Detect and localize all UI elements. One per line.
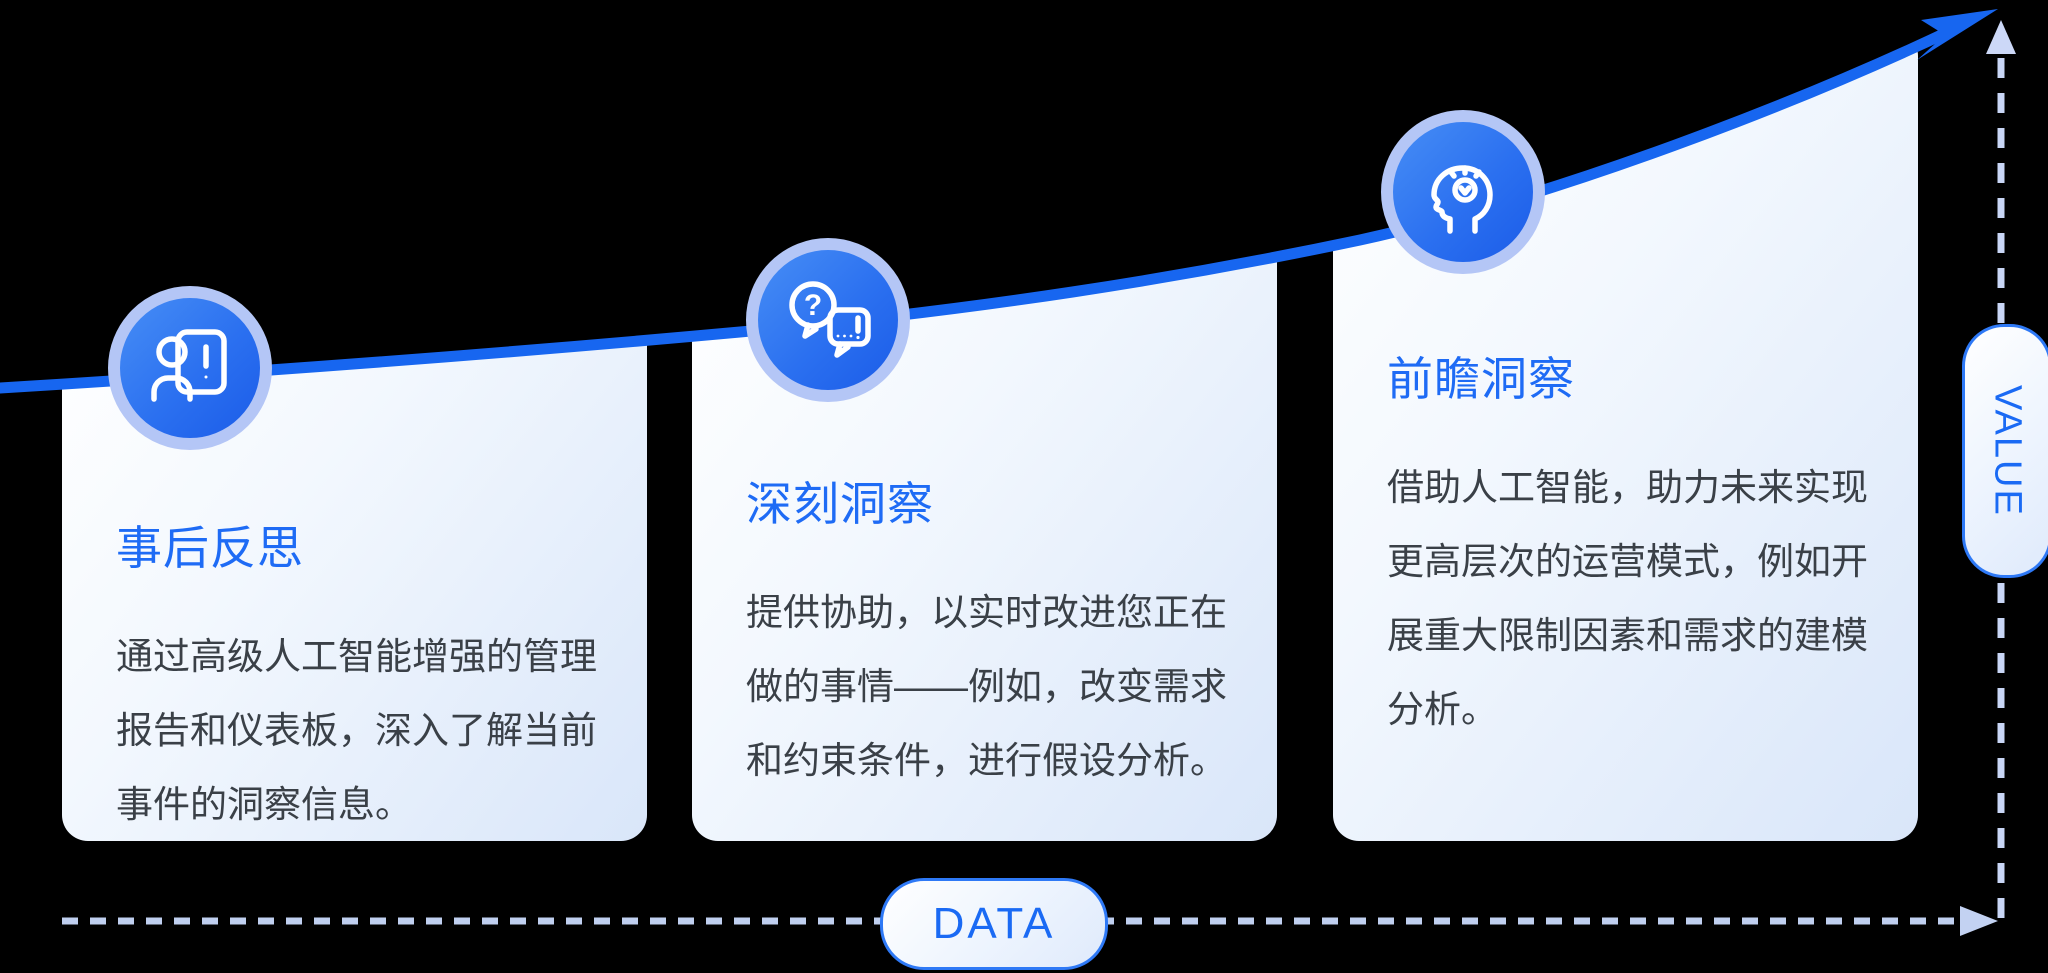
question-exclamation-bubbles-icon: ? (746, 238, 910, 402)
x-axis-label: DATA (932, 899, 1056, 948)
card-title: 事后反思 (116, 522, 304, 574)
data-axis-arrowhead-icon (1960, 906, 1998, 936)
svg-text:?: ? (804, 289, 822, 322)
value-axis-arrowhead-icon (1986, 20, 2016, 54)
card-body: 通过高级人工智能增强的管理报告和仪表板，深入了解当前事件的洞察信息。 (116, 636, 597, 825)
x-axis-label-pill: DATA (880, 878, 1108, 970)
curve-arrowhead-icon (1917, 9, 1998, 60)
head-lightbulb-icon (1381, 110, 1545, 274)
y-axis-label-pill: VALUE (1962, 324, 2048, 578)
card-content: 深刻洞察 提供协助，以实时改进您正在做的事情——例如，改变需求和约束条件，进行假… (746, 476, 1232, 798)
y-axis-label: VALUE (1986, 385, 2029, 517)
card-content: 前瞻洞察 借助人工智能，助力未来实现更高层次的运营模式，例如开展重大限制因素和需… (1387, 351, 1873, 747)
card-body: 借助人工智能，助力未来实现更高层次的运营模式，例如开展重大限制因素和需求的建模分… (1387, 467, 1868, 730)
card-content: 事后反思 通过高级人工智能增强的管理报告和仪表板，深入了解当前事件的洞察信息。 (116, 520, 602, 842)
card-title: 前瞻洞察 (1387, 353, 1575, 405)
card-body: 提供协助，以实时改进您正在做的事情——例如，改变需求和约束条件，进行假设分析。 (746, 592, 1227, 781)
card-title: 深刻洞察 (746, 478, 934, 530)
person-report-icon (108, 286, 272, 450)
